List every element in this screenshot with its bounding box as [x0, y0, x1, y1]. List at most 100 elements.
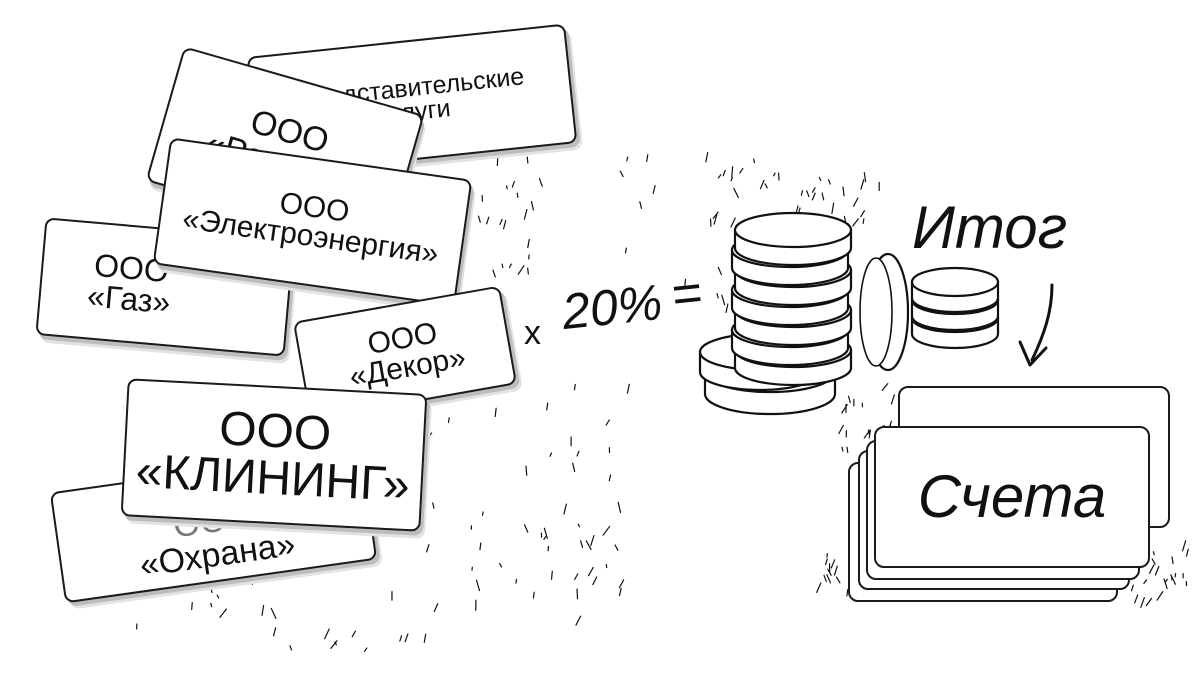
- speckle: [399, 635, 403, 642]
- speckle: [1145, 597, 1153, 607]
- speckle: [191, 601, 193, 611]
- speckle: [639, 201, 643, 209]
- speckle: [426, 544, 430, 553]
- speckle: [1143, 579, 1148, 585]
- speckle: [860, 210, 866, 218]
- speckle: [717, 174, 722, 179]
- speckle: [475, 579, 481, 592]
- speckle: [579, 540, 584, 548]
- speckle: [592, 576, 598, 586]
- speckle: [517, 265, 525, 275]
- speckle: [511, 180, 515, 188]
- speckle: [806, 190, 810, 198]
- speckle: [860, 179, 865, 190]
- speckle: [867, 429, 870, 435]
- speckle: [515, 578, 518, 584]
- speckle: [1185, 548, 1189, 557]
- speckle: [1164, 578, 1168, 583]
- speckle: [605, 419, 610, 426]
- speckle: [577, 523, 581, 528]
- speckle: [573, 383, 576, 391]
- speckle: [739, 167, 744, 174]
- speckle: [209, 584, 213, 594]
- speckle: [447, 417, 450, 424]
- speckle: [477, 215, 481, 223]
- speckle: [516, 192, 519, 198]
- speckle: [1163, 578, 1168, 590]
- speckle: [575, 615, 582, 626]
- speckle: [712, 211, 719, 219]
- speckle: [501, 263, 504, 269]
- speckle: [523, 524, 529, 533]
- speckle: [1170, 574, 1176, 585]
- speckle: [827, 568, 832, 576]
- speckle: [506, 384, 511, 390]
- speckle: [881, 383, 889, 391]
- speckle: [219, 608, 228, 618]
- speckle: [841, 446, 844, 452]
- speckle: [433, 603, 439, 613]
- speckle: [846, 446, 849, 453]
- speckle: [424, 432, 433, 442]
- speckle: [652, 185, 656, 195]
- speckle: [821, 192, 825, 201]
- speckle: [585, 540, 592, 551]
- speckle: [546, 402, 549, 411]
- speckle: [619, 170, 624, 178]
- speckle: [617, 501, 622, 514]
- speckle: [759, 179, 765, 190]
- bill-front: Счета: [874, 426, 1150, 568]
- speckle: [626, 156, 629, 162]
- speckle: [730, 176, 733, 182]
- speckle: [505, 185, 508, 190]
- speckle: [590, 535, 595, 547]
- speckle: [423, 633, 427, 643]
- speckle: [481, 511, 484, 516]
- speckle: [618, 579, 625, 589]
- speckle: [543, 527, 548, 539]
- speckle: [890, 394, 895, 405]
- speckle: [494, 407, 497, 418]
- speckle: [563, 503, 567, 515]
- speckle: [502, 219, 507, 230]
- speckle: [843, 215, 847, 223]
- speckle: [626, 383, 630, 394]
- speckle: [838, 424, 844, 435]
- speckle: [1140, 597, 1145, 609]
- speckle: [572, 462, 576, 473]
- speckle: [811, 192, 816, 201]
- speckle: [826, 574, 832, 584]
- speckle: [618, 587, 622, 597]
- speckle: [863, 172, 867, 183]
- speckle: [833, 565, 838, 576]
- speckle: [753, 158, 756, 164]
- speckle: [324, 628, 330, 640]
- speckle: [816, 582, 822, 594]
- speckle: [842, 186, 845, 197]
- speckle: [716, 293, 719, 299]
- speckle: [624, 247, 627, 254]
- speckle: [725, 303, 729, 314]
- speckle: [272, 627, 277, 637]
- speckle: [646, 154, 649, 163]
- speckle: [479, 542, 482, 551]
- speckle: [508, 263, 512, 269]
- speckle: [824, 558, 828, 566]
- speckle: [713, 214, 718, 225]
- speckle: [731, 166, 734, 178]
- speckle: [543, 536, 547, 541]
- speckle: [1171, 556, 1174, 565]
- speckle: [216, 594, 220, 599]
- speckle: [722, 169, 726, 177]
- speckle: [602, 525, 611, 536]
- coin: [910, 266, 1000, 314]
- speckle: [404, 633, 409, 643]
- speckle: [705, 151, 709, 163]
- speckle: [827, 179, 831, 185]
- speckle: [721, 294, 726, 306]
- speckle: [525, 465, 528, 476]
- speckle: [289, 645, 293, 651]
